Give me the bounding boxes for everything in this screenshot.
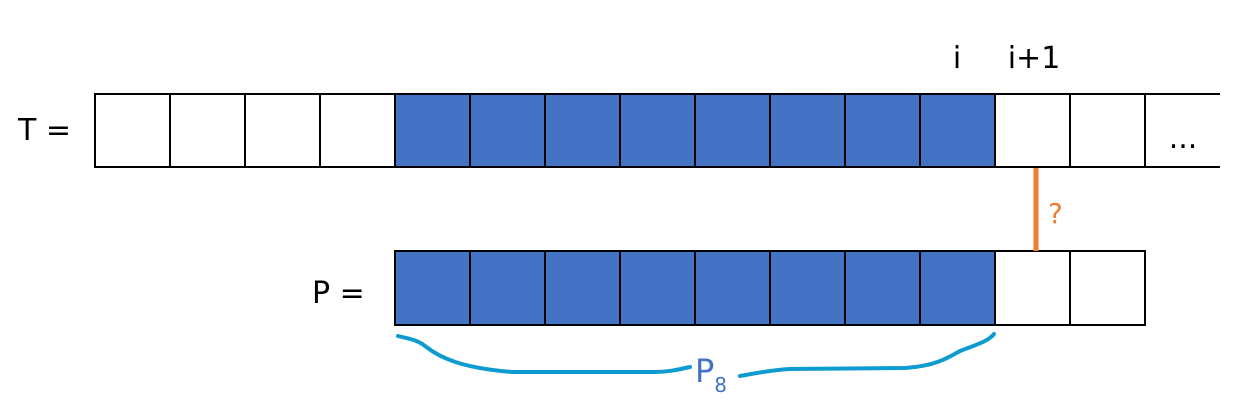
pattern-array-cell-filled [469,250,546,326]
text-array-cell-empty [994,93,1071,168]
pattern-array-cell-empty [994,250,1071,326]
index-label-i: i [953,41,961,76]
text-array-cell-filled [694,93,771,168]
prefix-brace [396,332,996,378]
text-array-cell-empty [1069,93,1146,168]
prefix-brace-label: P8 [695,352,727,397]
index-label-i-plus-1: i+1 [1008,41,1061,76]
mismatch-question-mark: ? [1048,197,1063,230]
pattern-array-cell-empty [1069,250,1146,326]
ellipsis: ... [1169,121,1198,156]
pattern-array-cell-filled [619,250,696,326]
text-array-cell-empty [169,93,246,168]
text-array-cell-filled [919,93,996,168]
text-array-cell-filled [769,93,846,168]
text-array [94,93,1220,168]
text-array-cell-empty [319,93,396,168]
pattern-array-label: P = [312,276,365,311]
text-array-cell-filled [469,93,546,168]
pattern-array [394,250,1146,326]
text-array-cell-filled [619,93,696,168]
text-array-cell-empty [244,93,321,168]
text-array-cell-filled [844,93,921,168]
text-array-cell-open-edge [1144,93,1220,168]
text-array-label: T = [17,113,71,148]
pattern-array-cell-filled [694,250,771,326]
pattern-array-cell-filled [769,250,846,326]
text-array-cell-filled [394,93,471,168]
pattern-array-cell-filled [394,250,471,326]
text-array-cell-empty [94,93,171,168]
pattern-array-cell-filled [919,250,996,326]
pattern-array-cell-filled [544,250,621,326]
pattern-array-cell-filled [844,250,921,326]
text-array-cell-empty [1145,94,1220,167]
text-array-cell-filled [544,93,621,168]
